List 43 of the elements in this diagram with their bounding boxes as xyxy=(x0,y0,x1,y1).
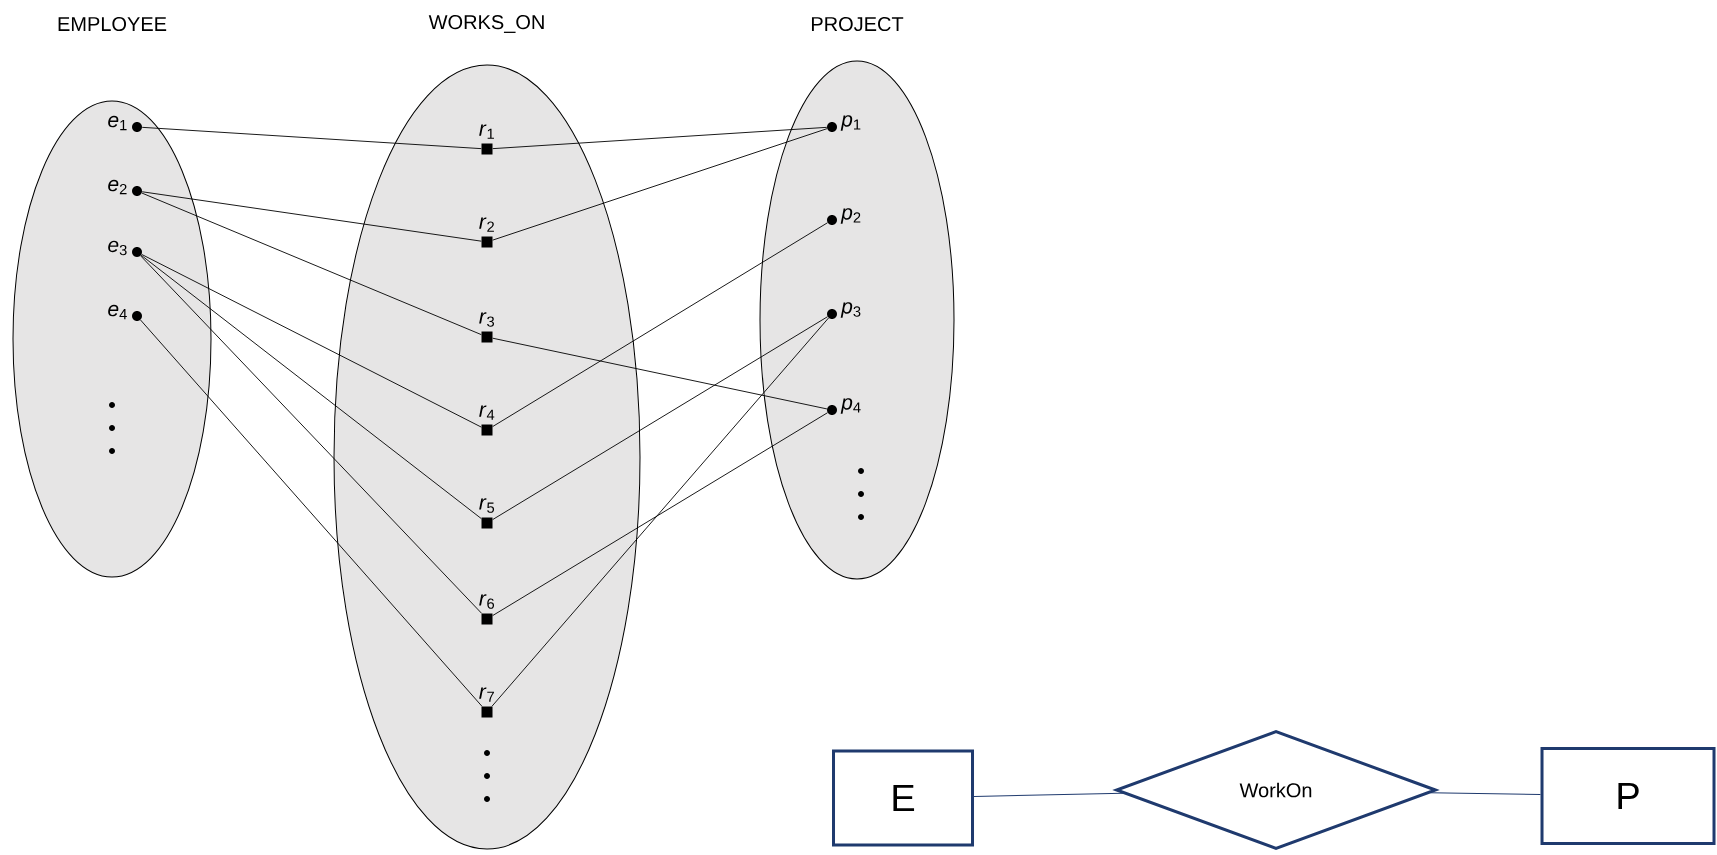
connector-line xyxy=(491,317,830,707)
connector-line xyxy=(140,255,483,614)
connector-line xyxy=(492,412,828,616)
relationship-square: r$_{4}$ xyxy=(479,405,495,436)
connector-line xyxy=(492,316,828,520)
entity-box: E xyxy=(832,749,974,847)
connector-line xyxy=(492,222,829,427)
connector-line xyxy=(141,253,482,428)
connector-line xyxy=(492,337,828,410)
relationship-square: r$_{6}$ xyxy=(479,594,495,625)
entity-box: P xyxy=(1540,747,1716,845)
node-label: p$_{1}$ xyxy=(840,115,861,131)
node-label: e$_{4}$ xyxy=(108,304,127,320)
node-label: WORKS_ON xyxy=(428,15,544,33)
connector-line xyxy=(973,792,1124,797)
node-label: r$_{5}$ xyxy=(479,498,495,513)
node-label: r$_{3}$ xyxy=(479,312,495,327)
node-label: PROJECT xyxy=(811,16,904,32)
connector-line xyxy=(141,192,482,336)
node-label: EMPLOYEE xyxy=(58,16,167,32)
node-label: r$_{6}$ xyxy=(479,594,495,609)
connector-line xyxy=(492,126,828,150)
node-label: p$_{2}$ xyxy=(840,208,861,224)
connector-line xyxy=(492,128,828,241)
relationship-square: r$_{7}$ xyxy=(479,687,494,718)
connector-line xyxy=(141,126,482,150)
node-label: r$_{4}$ xyxy=(479,405,495,420)
node-label: e$_{1}$ xyxy=(108,115,127,131)
node-label: r$_{7}$ xyxy=(479,687,494,702)
connector-line xyxy=(140,319,483,707)
relationship-square: r$_{3}$ xyxy=(479,312,495,343)
node-label: e$_{2}$ xyxy=(108,179,127,195)
node-label: r$_{2}$ xyxy=(479,217,494,232)
connector-line xyxy=(141,191,482,242)
relationship-square: r$_{1}$ xyxy=(479,124,494,155)
node-label: e$_{3}$ xyxy=(108,240,127,256)
connector-line xyxy=(140,254,482,520)
relationship-square: r$_{5}$ xyxy=(479,498,495,529)
node-label: p$_{3}$ xyxy=(840,302,861,318)
relationship-square: r$_{2}$ xyxy=(479,217,494,248)
node-label: r$_{1}$ xyxy=(479,124,494,139)
connector-line xyxy=(1430,792,1541,795)
node-label: p$_{4}$ xyxy=(840,398,861,414)
